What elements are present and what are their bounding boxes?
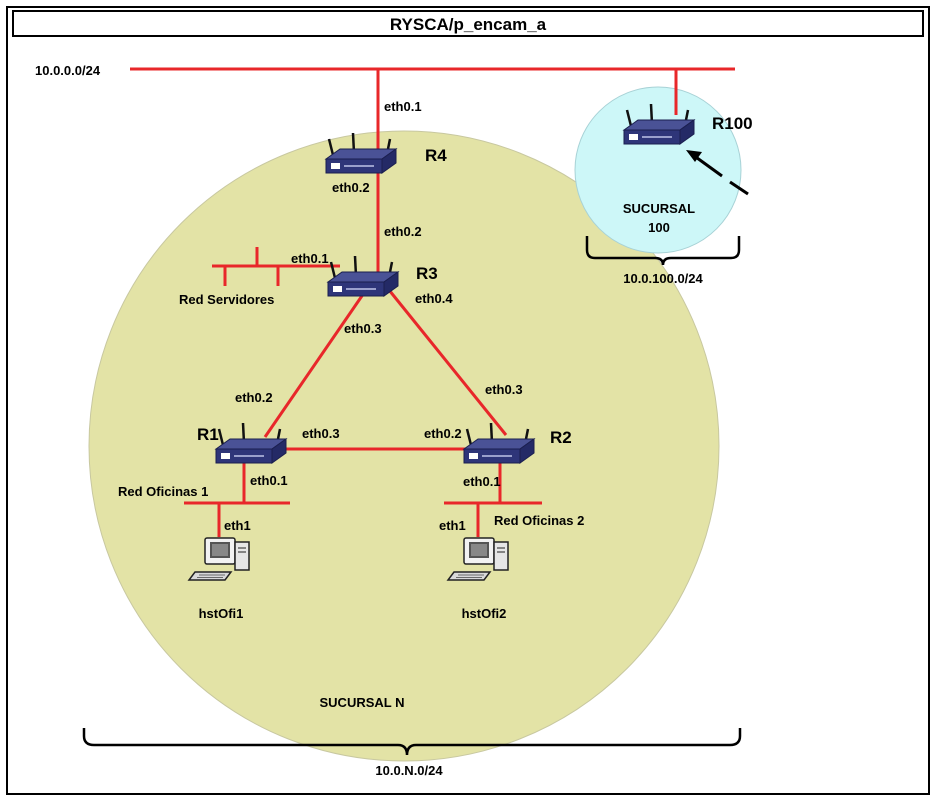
- office1-network-label: Red Oficinas 1: [118, 484, 208, 499]
- servers-network-label: Red Servidores: [179, 292, 274, 307]
- r2-eth01-label: eth0.1: [463, 474, 501, 489]
- title-bar: [12, 10, 924, 37]
- r3-eth04-label: eth0.4: [415, 291, 453, 306]
- arrow-icon: [686, 150, 749, 196]
- sucursal-n-network-label: 10.0.N.0/24: [375, 763, 443, 778]
- router-r100-label: R100: [712, 114, 753, 133]
- r2-eth02-label: eth0.2: [424, 426, 462, 441]
- r3-eth03-label: eth0.3: [344, 321, 382, 336]
- r3-eth01-label: eth0.1: [291, 251, 329, 266]
- diagram-title: RYSCA/p_encam_a: [390, 15, 547, 34]
- host1-eth1-label: eth1: [224, 518, 251, 533]
- sucursal-100-network-label: 10.0.100.0/24: [623, 271, 703, 286]
- sucursal-100-zone: [574, 86, 742, 254]
- r1-eth01-label: eth0.1: [250, 473, 288, 488]
- router-r4-label: R4: [425, 146, 447, 165]
- sucursal-100-number: 100: [648, 220, 670, 235]
- sucursal-n-zone: [88, 130, 720, 762]
- router-r3-label: R3: [416, 264, 438, 283]
- host-hstofi2-label: hstOfi2: [462, 606, 507, 621]
- links: [130, 67, 735, 537]
- r3-eth02-label: eth0.2: [384, 224, 422, 239]
- sucursal-n-label: SUCURSAL N: [320, 695, 405, 710]
- sucursal-100-label: SUCURSAL: [623, 201, 695, 216]
- router-r1-label: R1: [197, 425, 219, 444]
- r3-r2-link: [383, 284, 508, 436]
- host-hstofi1-label: hstOfi1: [199, 606, 244, 621]
- sucursal-n-brace: [82, 728, 742, 756]
- backbone-network-label: 10.0.0.0/24: [35, 63, 101, 78]
- host2-eth1-label: eth1: [439, 518, 466, 533]
- sucursal-100-brace: [585, 236, 741, 266]
- office2-network-label: Red Oficinas 2: [494, 513, 584, 528]
- r4-eth01-label: eth0.1: [384, 99, 422, 114]
- r4-eth02-label: eth0.2: [332, 180, 370, 195]
- r1-eth03-label: eth0.3: [302, 426, 340, 441]
- r2-eth03-label: eth0.3: [485, 382, 523, 397]
- r3-r1-link: [263, 289, 368, 438]
- router-r2-label: R2: [550, 428, 572, 447]
- r1-eth02-label: eth0.2: [235, 390, 273, 405]
